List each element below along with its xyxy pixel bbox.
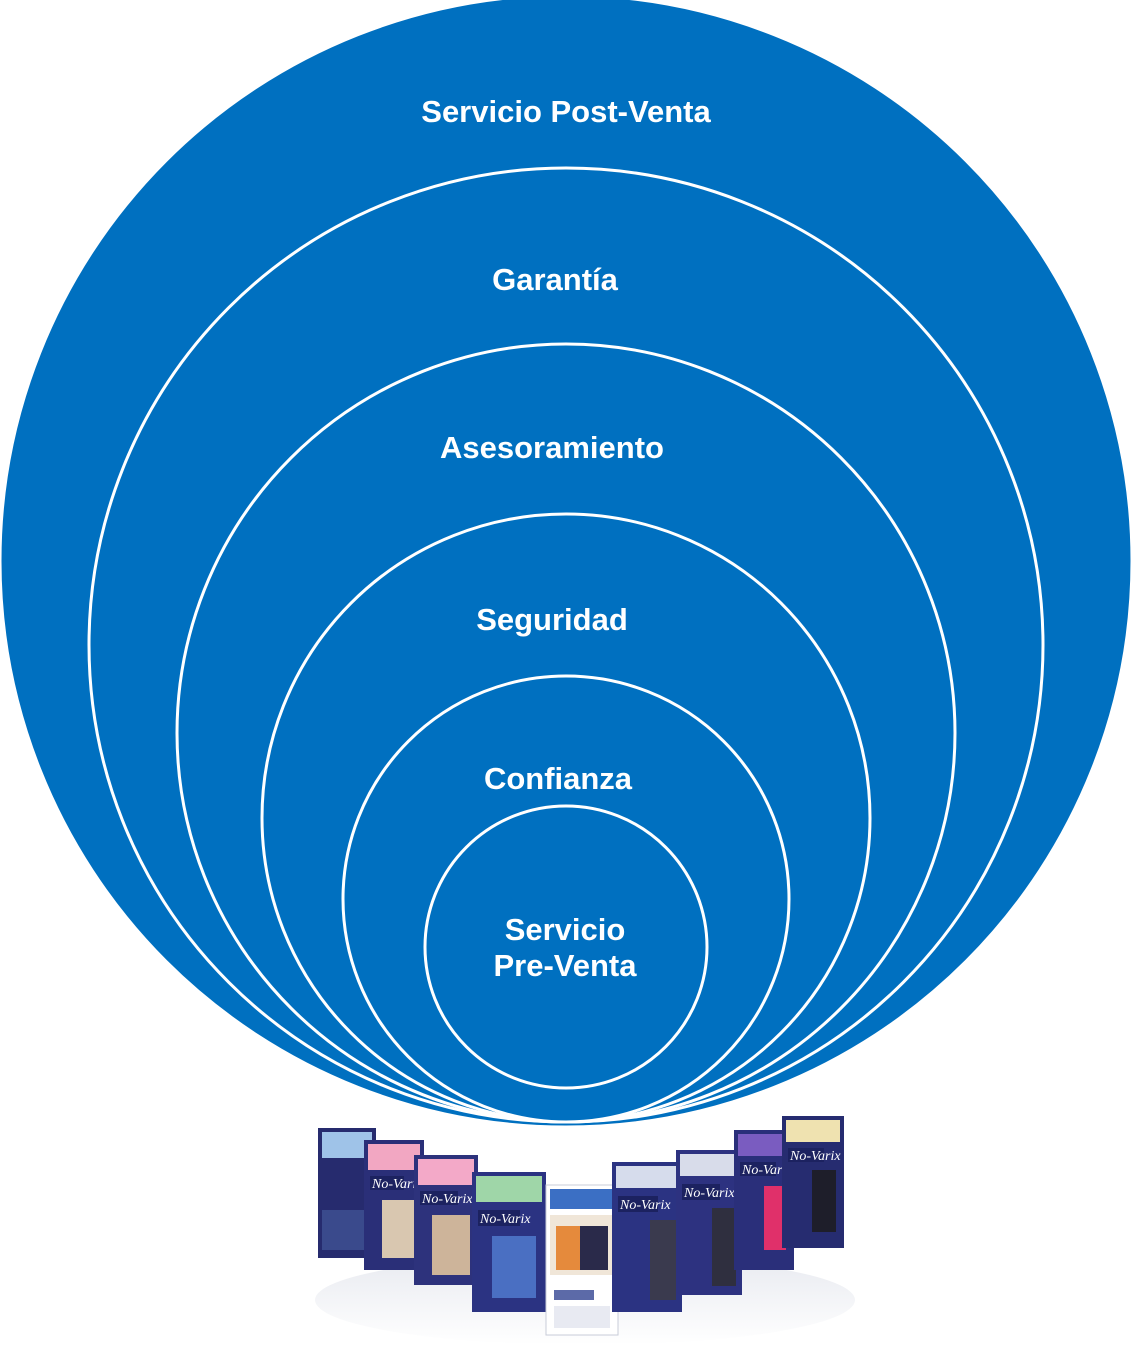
label-seguridad: Seguridad [476, 602, 628, 637]
label-servicio-pre-venta-line2: Pre-Venta [493, 948, 637, 983]
ring-servicio-pre-venta [423, 804, 709, 1090]
product-boxes-photo: No-Varix No-Varix No-Varix [315, 1116, 855, 1345]
brand-label: No-Varix [371, 1177, 423, 1192]
brand-label: No-Varix [479, 1212, 531, 1227]
label-asesoramiento: Asesoramiento [440, 430, 664, 465]
product-box: No-Varix [782, 1116, 844, 1248]
brand-label: No-Varix [789, 1149, 841, 1164]
label-garantia: Garantía [492, 262, 619, 297]
product-box: No-Varix [612, 1162, 682, 1312]
brand-label: No-Varix [741, 1163, 793, 1178]
brand-label: No-Varix [619, 1198, 671, 1213]
label-servicio-pre-venta-line1: Servicio [505, 912, 626, 947]
product-box: No-Varix [414, 1155, 478, 1285]
brand-label: No-Varix [421, 1192, 473, 1207]
product-box: No-Varix [676, 1150, 742, 1295]
product-box: No-Varix [472, 1172, 546, 1312]
product-box [545, 1184, 619, 1336]
label-confianza: Confianza [484, 761, 633, 796]
brand-label: No-Varix [683, 1186, 735, 1201]
label-servicio-post-venta: Servicio Post-Venta [421, 94, 711, 129]
